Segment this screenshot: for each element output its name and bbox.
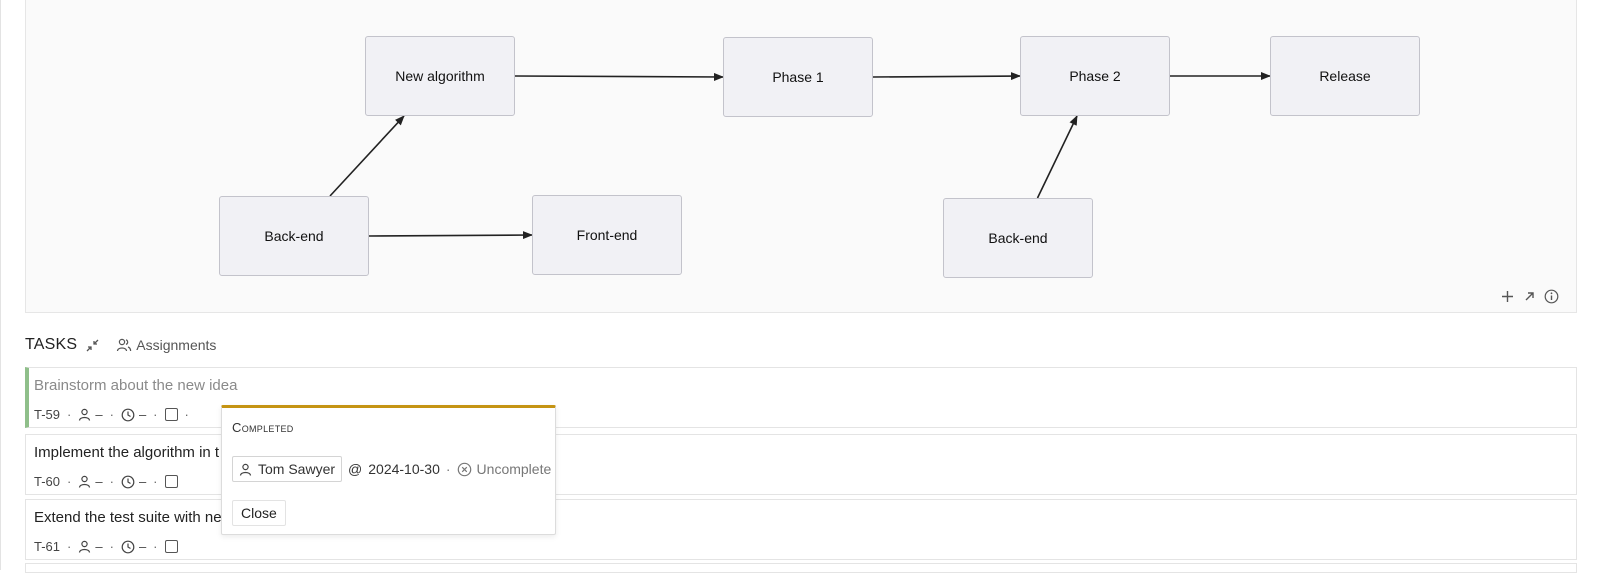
task-id: T-59	[34, 407, 61, 422]
task-meta: T-61 · – · – ·	[34, 539, 178, 554]
diagram-canvas[interactable]: New algorithm Phase 1 Phase 2 Release Ba…	[25, 0, 1577, 313]
node-label: Release	[1319, 68, 1371, 84]
task-id: T-60	[34, 474, 61, 489]
users-icon	[117, 338, 132, 352]
assignee-field[interactable]: –	[78, 474, 103, 489]
person-icon	[79, 408, 91, 421]
assignments-button[interactable]: Assignments	[116, 337, 216, 353]
separator: ·	[67, 539, 72, 554]
complete-checkbox[interactable]	[164, 475, 178, 488]
plus-icon[interactable]	[1498, 287, 1516, 305]
separator: ·	[153, 474, 158, 489]
left-divider	[0, 0, 1, 570]
clock-icon	[121, 540, 135, 553]
task-id: T-61	[34, 539, 61, 554]
task-row-partial	[25, 563, 1577, 573]
separator: ·	[445, 461, 451, 477]
completion-date: 2024-10-30	[368, 461, 440, 477]
task-meta: T-59 · – · – · ·	[34, 407, 189, 422]
popover-title: Completed	[232, 420, 294, 435]
node-label: Phase 1	[772, 69, 824, 85]
collapse-icon[interactable]	[85, 338, 100, 353]
time-field[interactable]: –	[121, 474, 146, 489]
time-value: –	[138, 539, 147, 554]
close-button[interactable]: Close	[232, 500, 286, 526]
node-new-algorithm[interactable]: New algorithm	[365, 36, 515, 116]
tasks-title: TASKS	[25, 336, 78, 353]
task-title[interactable]: Implement the algorithm in t	[34, 444, 220, 461]
canvas-toolbar	[1498, 287, 1560, 305]
node-label: New algorithm	[395, 68, 485, 84]
node-front-end[interactable]: Front-end	[532, 195, 682, 275]
diagram-edges	[329, 72, 1271, 240]
assignee-value: –	[95, 539, 103, 554]
expand-icon[interactable]	[1520, 287, 1538, 305]
info-icon[interactable]	[1542, 287, 1560, 305]
time-field[interactable]: –	[121, 539, 146, 554]
node-back-end-2[interactable]: Back-end	[943, 198, 1093, 278]
completed-by-name: Tom Sawyer	[258, 461, 336, 477]
task-meta: T-60 · – · – ·	[34, 474, 178, 489]
separator: ·	[109, 474, 114, 489]
edge-n5-n1	[329, 115, 405, 197]
separator: ·	[109, 539, 114, 554]
cancel-circle-icon	[457, 462, 471, 476]
person-icon	[79, 475, 91, 488]
edge-n7-n3	[1036, 115, 1078, 199]
time-value: –	[138, 474, 147, 489]
completed-by-chip[interactable]: Tom Sawyer	[232, 456, 343, 482]
person-icon	[79, 540, 91, 553]
time-field[interactable]: –	[121, 407, 146, 422]
separator: ·	[184, 407, 189, 422]
uncomplete-label: Uncomplete	[476, 461, 552, 477]
node-release[interactable]: Release	[1270, 36, 1420, 116]
edge-n1-n2	[514, 72, 724, 81]
clock-icon	[121, 408, 135, 421]
task-row[interactable]: Brainstorm about the new idea T-59 · – ·…	[25, 367, 1577, 428]
edge-n5-n6	[368, 231, 533, 240]
separator: ·	[67, 474, 72, 489]
assignee-field[interactable]: –	[78, 407, 103, 422]
complete-checkbox[interactable]	[164, 540, 178, 553]
node-label: Phase 2	[1069, 68, 1121, 84]
separator: ·	[109, 407, 114, 422]
separator: ·	[67, 407, 72, 422]
assignments-label: Assignments	[136, 337, 217, 353]
node-phase-1[interactable]: Phase 1	[723, 37, 873, 117]
node-phase-2[interactable]: Phase 2	[1020, 36, 1170, 116]
clock-icon	[121, 475, 135, 488]
separator: ·	[153, 407, 158, 422]
time-value: –	[138, 407, 147, 422]
separator: ·	[153, 539, 158, 554]
completion-info: Tom Sawyer @ 2024-10-30 · Uncomplete	[232, 456, 551, 482]
node-label: Back-end	[264, 228, 324, 244]
at-symbol: @	[348, 461, 363, 477]
assignee-value: –	[95, 474, 103, 489]
task-title[interactable]: Brainstorm about the new idea	[34, 377, 238, 394]
completion-popover: Completed Tom Sawyer @ 2024-10-30 · Unco…	[221, 405, 556, 535]
tasks-header: TASKS Assignments	[25, 334, 216, 356]
edge-n2-n3	[872, 72, 1021, 81]
person-icon	[239, 463, 252, 476]
node-label: Back-end	[988, 230, 1048, 246]
assignee-value: –	[95, 407, 103, 422]
uncomplete-button[interactable]: Uncomplete	[457, 461, 552, 477]
node-label: Front-end	[576, 227, 638, 243]
assignee-field[interactable]: –	[78, 539, 103, 554]
task-title[interactable]: Extend the test suite with ne	[34, 509, 222, 526]
complete-checkbox[interactable]	[164, 408, 178, 421]
node-back-end[interactable]: Back-end	[219, 196, 369, 276]
